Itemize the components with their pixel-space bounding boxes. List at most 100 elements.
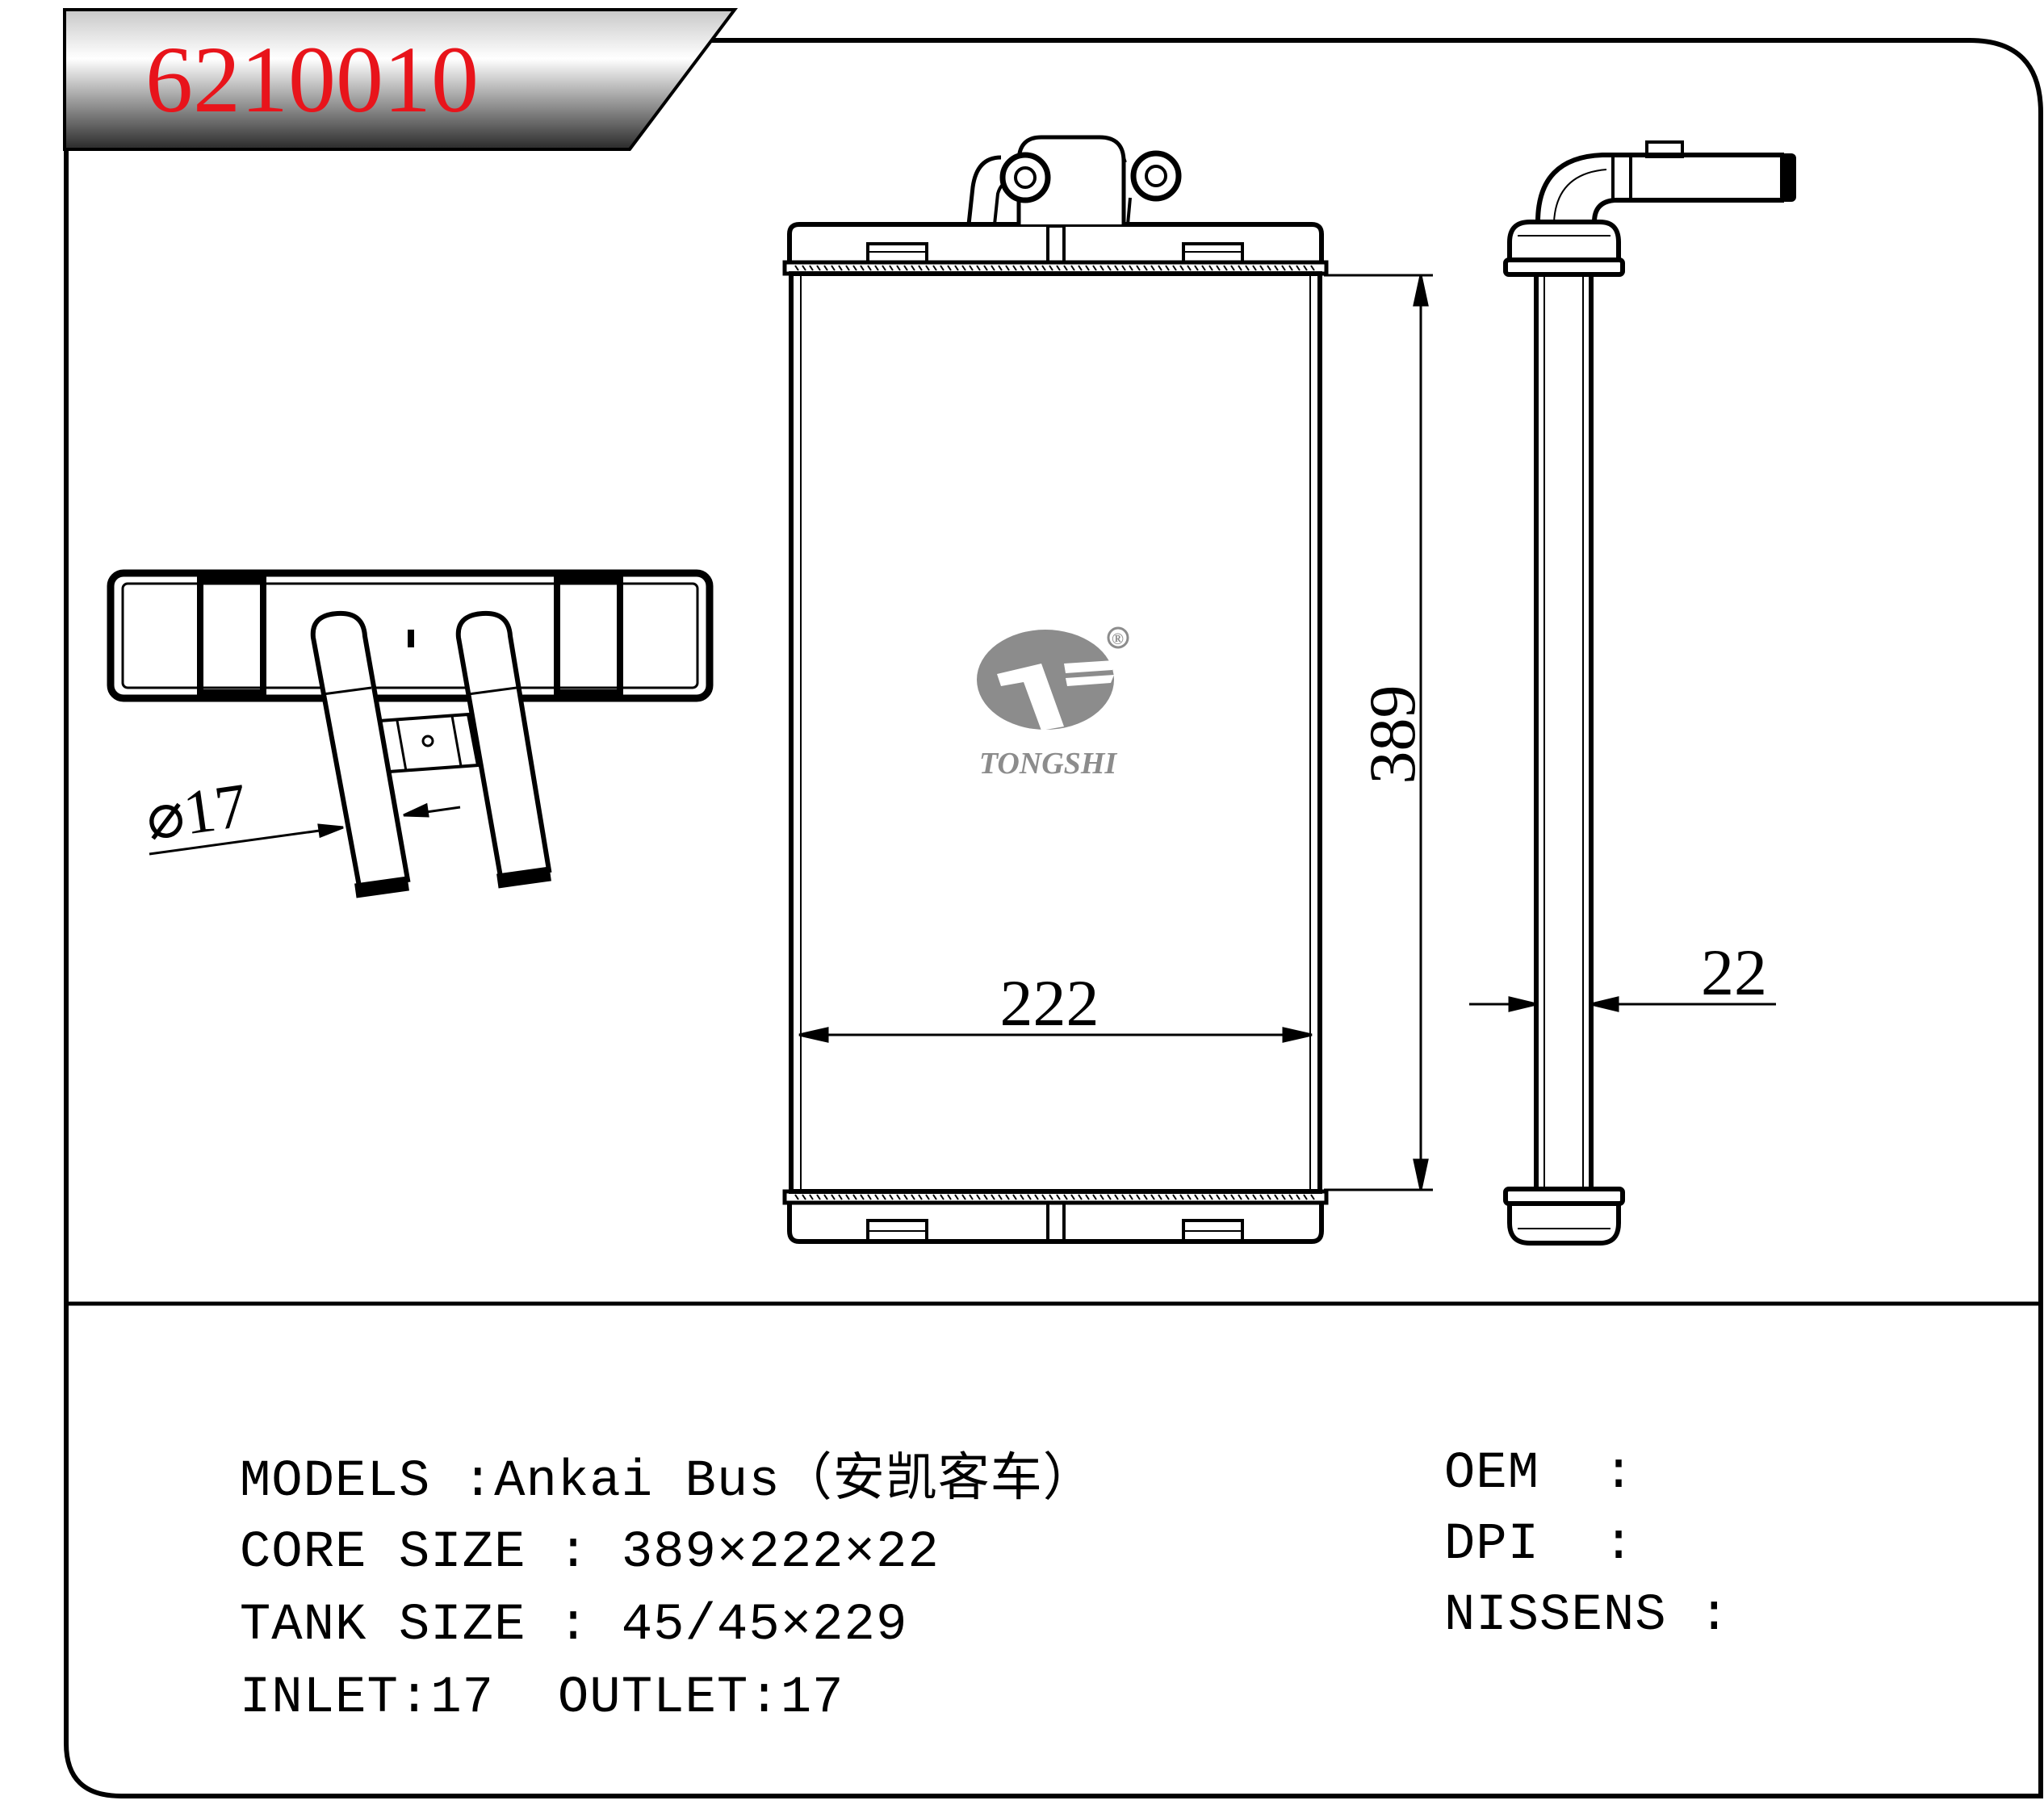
fin-mark (816, 265, 821, 271)
fin-mark (1158, 265, 1162, 271)
fin-mark (838, 265, 843, 271)
fin-mark (1063, 265, 1068, 271)
oem-row: OEM : (1380, 1396, 1635, 1500)
models-row: MODELS :Ankai Bus（安凯客车） (176, 1405, 1095, 1508)
fin-mark (1288, 1194, 1293, 1200)
fin-mark (1085, 265, 1090, 271)
fin-mark (918, 1194, 923, 1200)
side-view (1503, 140, 1796, 1246)
fin-mark (1136, 265, 1141, 271)
fin-mark (1027, 1194, 1032, 1200)
fin-mark (998, 1194, 1003, 1200)
fin-mark (947, 265, 952, 271)
fin-mark (954, 1194, 959, 1200)
fin-mark (802, 1194, 806, 1200)
fin-mark (940, 1194, 945, 1200)
fin-mark (925, 1194, 930, 1200)
fin-mark (1012, 265, 1017, 271)
pipe-diameter-label: ⌀17 (141, 769, 251, 853)
fin-mark (918, 265, 923, 271)
fin-mark (1165, 1194, 1170, 1200)
fin-mark (867, 1194, 872, 1200)
fin-mark (976, 1194, 981, 1200)
fin-mark (1179, 265, 1184, 271)
core-size-label: CORE SIZE : (239, 1524, 590, 1582)
fin-mark (1129, 1194, 1133, 1200)
fin-mark (991, 265, 995, 271)
core-size-value: 389×222×22 (621, 1524, 940, 1582)
fin-mark (983, 265, 988, 271)
fin-mark (954, 265, 959, 271)
fin-mark (1201, 265, 1206, 271)
dpi-row: DPI : (1380, 1468, 1635, 1571)
fin-mark (969, 1194, 974, 1200)
fin-mark (947, 1194, 952, 1200)
fin-mark (1303, 1194, 1308, 1200)
fin-mark (961, 265, 966, 271)
fin-mark (1034, 265, 1039, 271)
fin-mark (1223, 1194, 1228, 1200)
fin-mark (1027, 265, 1032, 271)
fin-mark (1172, 265, 1177, 271)
fin-mark (1179, 1194, 1184, 1200)
fin-mark (932, 265, 937, 271)
fin-mark (1296, 1194, 1301, 1200)
width-label: 222 (1000, 966, 1099, 1040)
fin-mark (1078, 265, 1083, 271)
tank-size-row: TANK SIZE : 45/45×229 (176, 1548, 907, 1652)
front-view (782, 135, 1329, 1244)
core-size-row: CORE SIZE : 389×222×22 (176, 1476, 940, 1579)
fin-mark (1114, 265, 1119, 271)
fin-mark (1121, 265, 1126, 271)
fin-mark (961, 1194, 966, 1200)
outer-frame (64, 38, 2043, 1798)
fin-mark (1114, 1194, 1119, 1200)
width-dimension (798, 1027, 1313, 1043)
fin-mark (1056, 265, 1061, 271)
fin-mark (794, 265, 799, 271)
fin-mark (1041, 265, 1046, 271)
fin-mark (845, 1194, 850, 1200)
fin-mark (1078, 1194, 1083, 1200)
fin-mark (991, 1194, 995, 1200)
dpi-label: DPI : (1443, 1516, 1636, 1574)
fin-mark (1310, 1194, 1315, 1200)
fin-mark (1005, 265, 1010, 271)
part-number: 6210010 (145, 27, 479, 132)
fin-mark (1187, 1194, 1192, 1200)
fin-mark (1274, 265, 1279, 271)
fin-mark (1208, 1194, 1213, 1200)
fin-mark (903, 265, 908, 271)
fin-mark (1020, 265, 1024, 271)
fin-mark (1245, 265, 1250, 271)
outlet-value: 17 (780, 1669, 844, 1727)
fin-mark (983, 1194, 988, 1200)
fin-mark (1230, 1194, 1235, 1200)
fin-mark (794, 1194, 799, 1200)
nissens-row: NISSENS : (1380, 1539, 1730, 1642)
inlet-outlet-row: INLET:17 OUTLET:17 (176, 1621, 844, 1724)
fin-mark (882, 1194, 886, 1200)
logo-registered-mark: ® (1112, 630, 1124, 648)
fin-mark (1267, 265, 1271, 271)
fin-mark (1099, 1194, 1104, 1200)
fin-mark (1158, 1194, 1162, 1200)
fin-marks (794, 265, 1315, 1200)
fin-mark (874, 1194, 879, 1200)
fin-mark (1092, 265, 1097, 271)
fin-mark (1238, 265, 1242, 271)
fin-mark (882, 265, 886, 271)
fin-mark (845, 265, 850, 271)
fin-mark (1107, 1194, 1112, 1200)
fin-mark (1150, 265, 1155, 271)
fin-mark (969, 265, 974, 271)
fin-mark (1099, 265, 1104, 271)
fin-mark (1259, 265, 1264, 271)
fin-mark (838, 1194, 843, 1200)
fin-mark (860, 1194, 865, 1200)
fin-mark (823, 1194, 828, 1200)
fin-mark (1129, 265, 1133, 271)
fin-mark (1194, 265, 1199, 271)
fin-mark (1245, 1194, 1250, 1200)
